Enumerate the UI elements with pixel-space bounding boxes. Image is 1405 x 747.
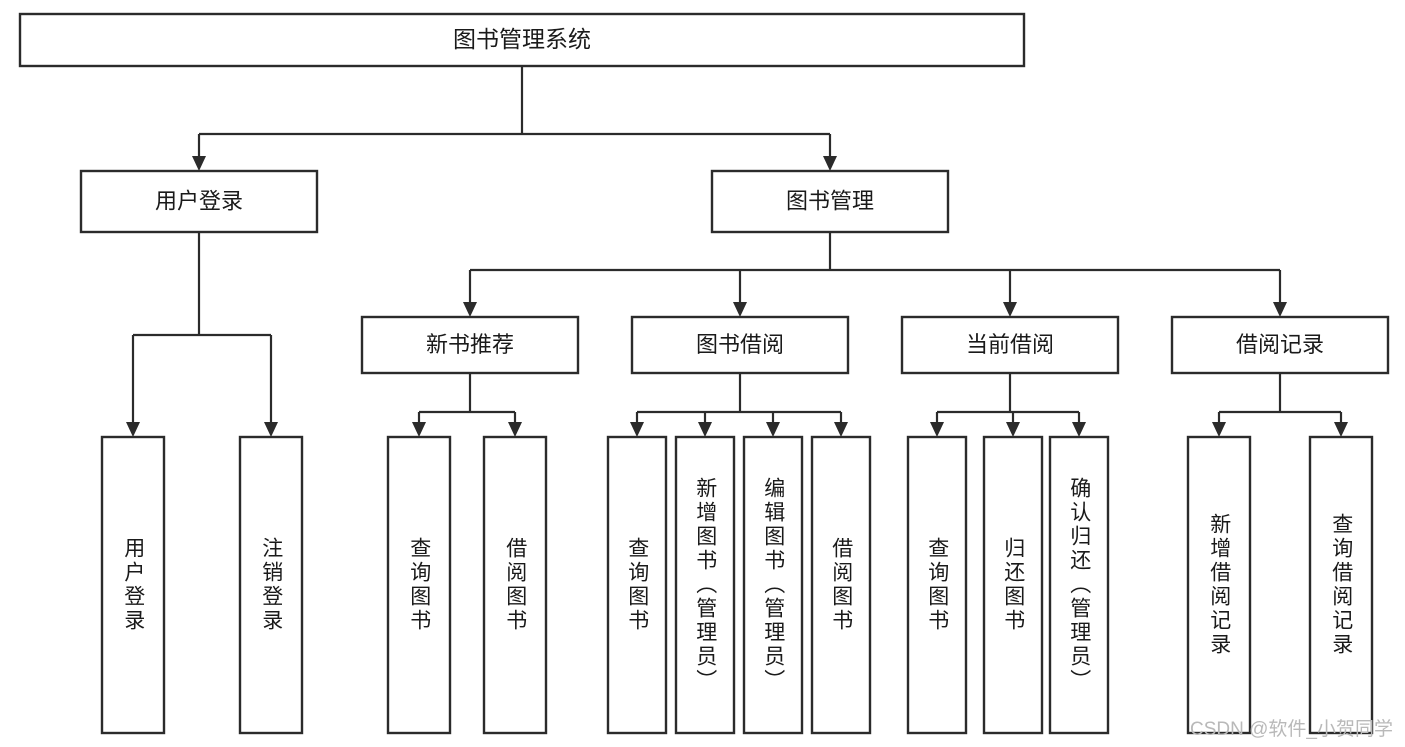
node-leaf-add-book-admin[interactable] bbox=[674, 435, 736, 735]
node-leaf-query-book-3[interactable] bbox=[906, 435, 968, 735]
arrowhead-to-borrow-record bbox=[1273, 302, 1287, 317]
node-leaf-borrow-book-2[interactable] bbox=[810, 435, 872, 735]
node-root-label: 图书管理系统 bbox=[453, 26, 591, 52]
arrowhead-to-leaf-query-book-3 bbox=[930, 422, 944, 437]
node-user-login-label: 用户登录 bbox=[155, 188, 243, 213]
node-book-manage[interactable] bbox=[710, 169, 950, 234]
node-user-login[interactable] bbox=[79, 169, 319, 234]
arrowhead-to-new-book-recommend bbox=[463, 302, 477, 317]
arrowhead-to-user-login bbox=[192, 156, 206, 171]
arrowhead-to-leaf-add-borrow-record bbox=[1212, 422, 1226, 437]
node-leaf-query-book-2[interactable] bbox=[606, 435, 668, 735]
arrowhead-to-leaf-user-login bbox=[126, 422, 140, 437]
arrowhead-to-leaf-edit-book-admin bbox=[766, 422, 780, 437]
arrowhead-to-leaf-borrow-book-1 bbox=[508, 422, 522, 437]
node-leaf-return-book[interactable] bbox=[982, 435, 1044, 735]
node-current-borrow-label: 当前借阅 bbox=[966, 332, 1054, 357]
arrowhead-to-leaf-confirm-return bbox=[1072, 422, 1086, 437]
node-leaf-borrow-book-1[interactable] bbox=[482, 435, 548, 735]
arrowhead-to-leaf-borrow-book-2 bbox=[834, 422, 848, 437]
arrowhead-to-leaf-user-logout bbox=[264, 422, 278, 437]
node-leaf-user-logout[interactable] bbox=[238, 435, 304, 735]
connector-layer bbox=[126, 66, 1348, 437]
node-leaf-query-borrow-record[interactable] bbox=[1308, 435, 1374, 735]
node-root[interactable] bbox=[18, 12, 1026, 68]
node-leaf-add-borrow-record[interactable] bbox=[1186, 435, 1252, 735]
arrowhead-to-leaf-query-book-2 bbox=[630, 422, 644, 437]
node-borrow-record[interactable] bbox=[1170, 315, 1390, 375]
node-borrow-record-label: 借阅记录 bbox=[1236, 332, 1324, 357]
arrowhead-to-book-manage bbox=[823, 156, 837, 171]
arrowhead-to-book-borrow bbox=[733, 302, 747, 317]
node-leaf-query-book-1[interactable] bbox=[386, 435, 452, 735]
csdn-watermark: CSDN @软件_小贺同学 bbox=[1190, 719, 1393, 740]
arrowhead-to-current-borrow bbox=[1003, 302, 1017, 317]
node-box-layer bbox=[18, 12, 1390, 735]
node-current-borrow[interactable] bbox=[900, 315, 1120, 375]
node-new-book-recommend-label: 新书推荐 bbox=[426, 332, 514, 357]
node-new-book-recommend[interactable] bbox=[360, 315, 580, 375]
node-leaf-confirm-return[interactable] bbox=[1048, 435, 1110, 735]
node-book-manage-label: 图书管理 bbox=[786, 188, 874, 213]
arrowhead-to-leaf-add-book-admin bbox=[698, 422, 712, 437]
arrowhead-to-leaf-query-book-1 bbox=[412, 422, 426, 437]
arrowhead-to-leaf-return-book bbox=[1006, 422, 1020, 437]
node-leaf-user-login[interactable] bbox=[100, 435, 166, 735]
node-book-borrow-label: 图书借阅 bbox=[696, 332, 784, 357]
node-leaf-edit-book-admin[interactable] bbox=[742, 435, 804, 735]
arrowhead-to-leaf-query-borrow-record bbox=[1334, 422, 1348, 437]
node-book-borrow[interactable] bbox=[630, 315, 850, 375]
